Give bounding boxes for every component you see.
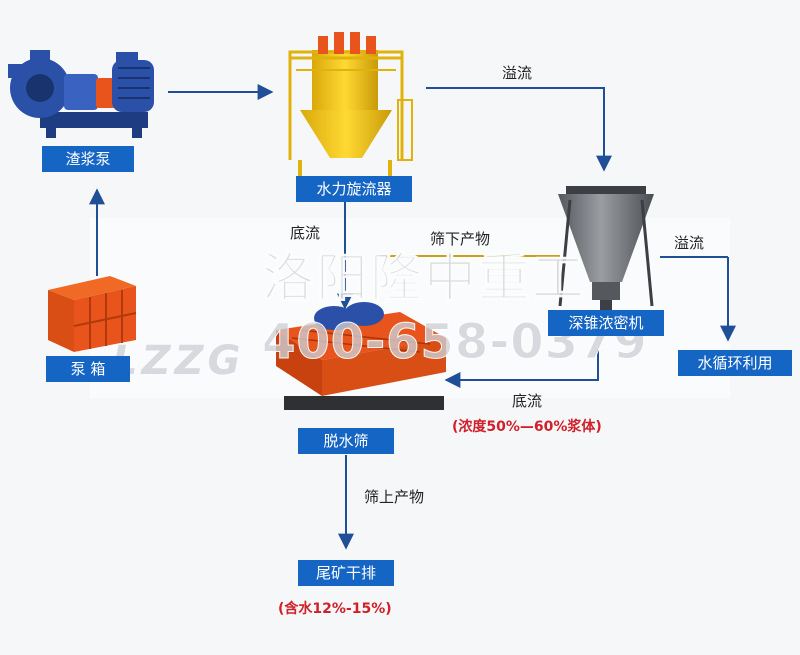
slurry-pump-illustration — [8, 50, 154, 138]
node-thickener: 深锥浓密机 — [548, 310, 664, 336]
arrow-underflow-to-screen-2 — [444, 350, 599, 388]
edge-oversize-product: 筛上产物 — [364, 488, 425, 506]
edge-underflow-2: 底流 — [512, 392, 543, 410]
node-pump-box: 泵 箱 — [46, 356, 130, 382]
dewatering-screen-illustration — [276, 302, 446, 410]
edge-underflow-1: 底流 — [290, 224, 321, 242]
node-hydrocyclone: 水力旋流器 — [296, 176, 412, 202]
edge-overflow-1: 溢流 — [502, 64, 533, 82]
node-water-recycle: 水循环利用 — [678, 350, 792, 376]
arrow-overflow-to-thickener — [426, 87, 612, 172]
note-moisture: (含水12%-15%) — [278, 601, 392, 617]
edge-undersize-product: 筛下产物 — [430, 230, 491, 248]
edge-overflow-2: 溢流 — [674, 234, 705, 252]
pump-box-illustration — [48, 276, 137, 352]
hydrocyclone-illustration — [288, 32, 413, 176]
node-tailings-dry: 尾矿干排 — [298, 560, 394, 586]
watermark-company: 洛阳隆中重工 — [261, 249, 587, 310]
watermark-abbr: LZZG — [112, 338, 245, 384]
node-dewatering-screen: 脱水筛 — [298, 428, 394, 454]
node-slurry-pump: 渣浆泵 — [42, 146, 134, 172]
note-concentration: (浓度50%—60%浆体) — [452, 419, 602, 435]
